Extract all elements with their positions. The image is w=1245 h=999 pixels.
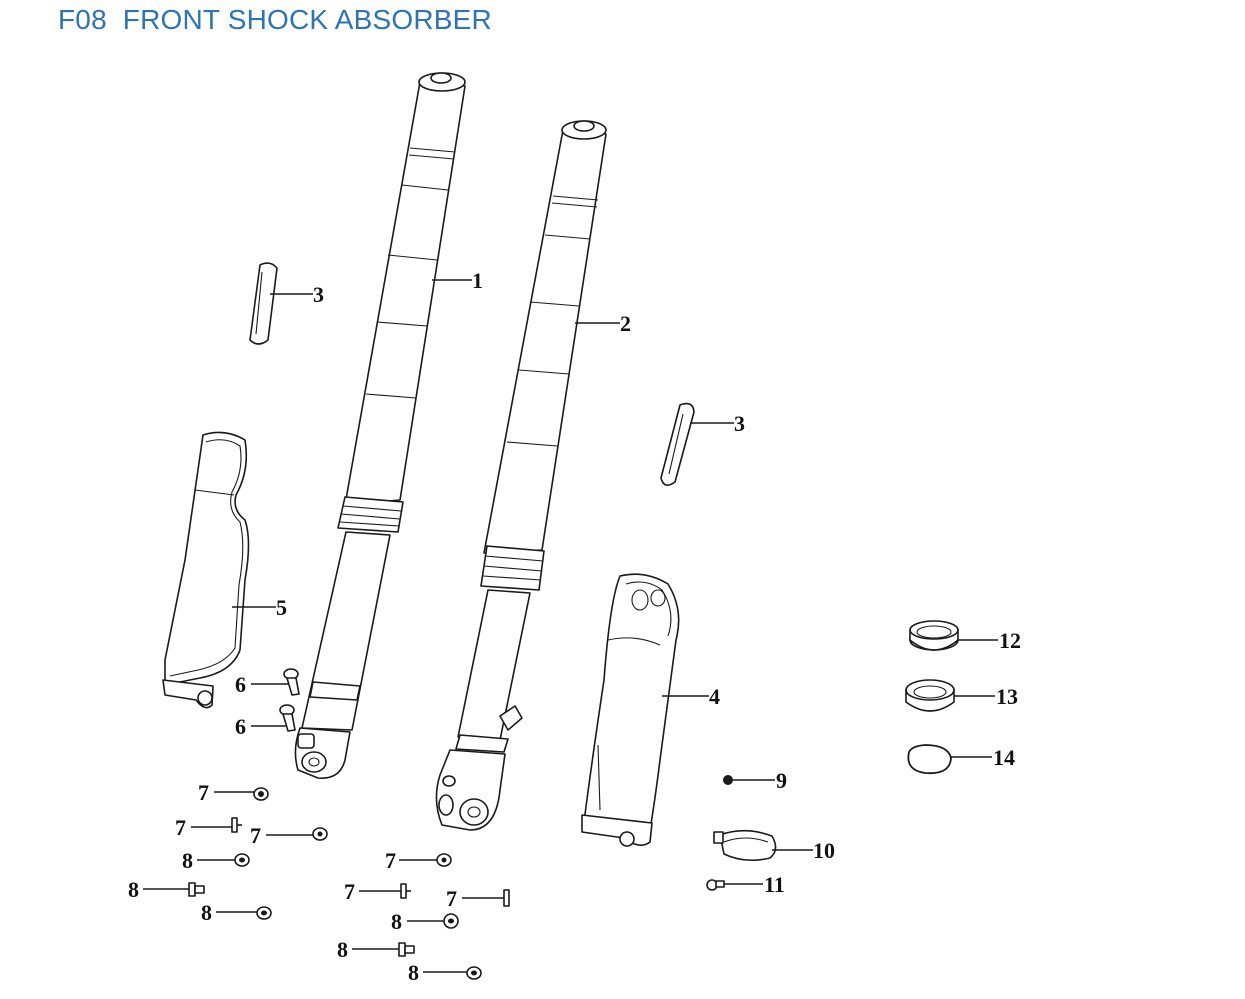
callout-7-f: 7 xyxy=(446,886,457,911)
dust-seal-13 xyxy=(905,679,955,712)
oil-seal-12 xyxy=(909,620,959,651)
leader-lines xyxy=(143,279,998,973)
bolt-8-b xyxy=(188,882,205,897)
washer-7-a xyxy=(253,787,269,801)
circlip-14 xyxy=(907,744,952,775)
callout-12: 12 xyxy=(999,628,1021,653)
callout-8-c: 8 xyxy=(201,900,212,925)
fork-guard-right xyxy=(581,573,680,847)
callout-6-upper: 6 xyxy=(235,672,246,697)
callout-11: 11 xyxy=(764,872,785,897)
callout-10: 10 xyxy=(813,838,835,863)
callout-8-d: 8 xyxy=(391,909,402,934)
fork-guard-left xyxy=(162,431,250,709)
callout-13: 13 xyxy=(996,684,1018,709)
callout-8-e: 8 xyxy=(337,937,348,962)
callout-3-left: 3 xyxy=(313,282,324,307)
callout-14: 14 xyxy=(993,745,1015,770)
reflector-pad-left xyxy=(249,262,278,345)
callout-7-b: 7 xyxy=(175,815,186,840)
callout-7-a: 7 xyxy=(198,780,209,805)
callout-7-d: 7 xyxy=(385,848,396,873)
fork-tube-left xyxy=(294,72,466,779)
bolt-7-f xyxy=(503,889,510,907)
nut-8-d xyxy=(443,913,459,929)
nut-8-a xyxy=(234,853,250,867)
callout-8-a: 8 xyxy=(182,848,193,873)
callout-5: 5 xyxy=(276,595,287,620)
bolt-8-e xyxy=(398,942,415,957)
callout-9: 9 xyxy=(776,768,787,793)
callout-1: 1 xyxy=(472,268,483,293)
callout-7-c: 7 xyxy=(250,823,261,848)
callout-4: 4 xyxy=(709,684,720,709)
fork-tube-right xyxy=(435,120,607,831)
callout-labels: 1 2 3 3 4 5 6 6 7 7 7 7 7 7 8 8 8 8 8 8 … xyxy=(128,268,1021,985)
nut-8-c xyxy=(256,906,272,920)
bolt-7-b xyxy=(231,817,242,833)
callout-2: 2 xyxy=(620,311,631,336)
callout-6-lower: 6 xyxy=(235,714,246,739)
bolt-6-upper xyxy=(283,668,300,696)
washer-7-d xyxy=(436,853,452,867)
nut-9 xyxy=(723,775,733,785)
bolt-11 xyxy=(706,879,725,891)
callout-8-b: 8 xyxy=(128,877,139,902)
brake-hose-clamp-10 xyxy=(713,829,777,862)
callout-7-e: 7 xyxy=(344,879,355,904)
reflector-pad-right xyxy=(660,402,695,486)
bolt-6-lower xyxy=(279,704,296,732)
callout-8-f: 8 xyxy=(408,960,419,985)
page-title: F08 FRONT SHOCK ABSORBER xyxy=(58,4,492,35)
bolt-7-e xyxy=(400,883,411,899)
nut-8-f xyxy=(466,966,482,980)
callout-3-right: 3 xyxy=(734,411,745,436)
washer-7-c xyxy=(312,827,328,841)
